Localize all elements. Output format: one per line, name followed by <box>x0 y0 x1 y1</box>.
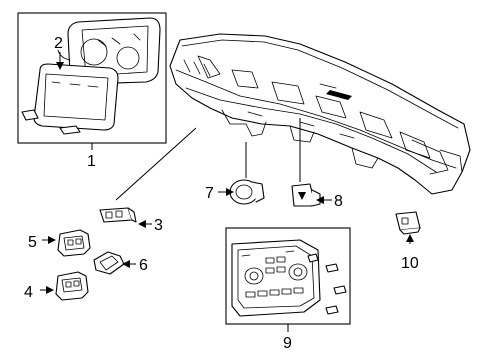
callout-2: 2 <box>54 35 63 52</box>
callout-5: 5 <box>28 234 37 251</box>
climate-panel-screw-2 <box>333 285 347 295</box>
cluster-clip-left <box>21 109 39 121</box>
switch-10 <box>395 211 421 235</box>
climate-panel-screw-1 <box>325 263 339 273</box>
cluster-to-panel-leader <box>115 127 197 201</box>
callout-4-arrow <box>46 286 54 294</box>
callout-3: 3 <box>154 217 163 234</box>
callout-4: 4 <box>24 284 33 301</box>
climate-control-panel <box>231 239 321 317</box>
knob-switch <box>229 179 265 205</box>
callout-8: 8 <box>334 193 343 210</box>
callout-1: 1 <box>87 153 96 170</box>
callout-6: 6 <box>139 257 148 274</box>
hazard-switch <box>291 183 321 207</box>
callout-9: 9 <box>283 335 292 352</box>
callout-10-arrow <box>406 234 414 242</box>
climate-panel-screw-3 <box>325 305 339 315</box>
cluster-lens <box>33 63 119 131</box>
callout-10: 10 <box>401 255 419 272</box>
callout-6-arrow <box>122 260 130 268</box>
instrument-panel <box>169 33 471 195</box>
callout-2-arrow <box>56 62 64 70</box>
switch-4 <box>55 271 89 301</box>
cluster-clip-bottom <box>59 125 81 135</box>
switch-5 <box>57 229 91 257</box>
callout-3-arrow <box>138 220 146 228</box>
climate-panel-clip <box>307 253 319 263</box>
switch-6 <box>93 251 125 275</box>
callout-7-arrow <box>226 188 234 196</box>
callout-5-arrow <box>48 236 56 244</box>
callout-7: 7 <box>205 185 214 202</box>
callout-8-arrow <box>316 196 324 204</box>
switch-panel <box>99 207 137 223</box>
